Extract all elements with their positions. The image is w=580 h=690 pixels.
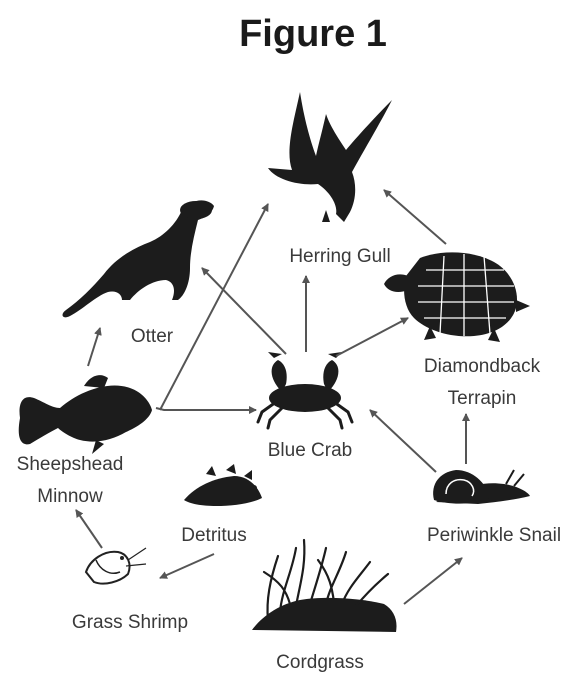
label-sheepshead-minnow-line1: Sheepshead [17, 454, 124, 475]
sheepshead-minnow-icon [18, 375, 152, 454]
label-cordgrass: Cordgrass [276, 652, 364, 673]
figure-title: Figure 1 [239, 13, 387, 55]
arrow-sheepshead-minnow-to-blue-crab [155, 406, 257, 414]
cordgrass-icon [252, 538, 397, 632]
label-diamondback-terrapin-line2: Terrapin [448, 388, 517, 409]
blue-crab-icon [256, 352, 354, 430]
label-diamondback-terrapin-line1: Diamondback [424, 356, 541, 377]
diamondback-terrapin-icon [384, 252, 530, 342]
arrow-blue-crab-to-diamondback-terrapin [335, 317, 409, 357]
grass-shrimp-icon [84, 547, 147, 585]
arrow-grass-shrimp-to-sheepshead-minnow [75, 509, 103, 549]
herring-gull-icon [268, 92, 392, 222]
periwinkle-snail-icon [433, 469, 530, 504]
label-herring-gull: Herring Gull [289, 246, 390, 267]
arrow-sheepshead-minnow-to-otter [87, 327, 102, 367]
arrow-sheepshead-minnow-to-herring-gull [159, 203, 269, 411]
arrow-blue-crab-to-otter [201, 267, 287, 355]
label-otter: Otter [131, 326, 174, 347]
detritus-icon [184, 464, 262, 506]
arrow-diamondback-terrapin-to-herring-gull [383, 189, 447, 245]
arrow-periwinkle-snail-to-blue-crab [369, 409, 437, 473]
label-periwinkle-snail: Periwinkle Snail [427, 525, 561, 546]
otter-icon [62, 200, 214, 318]
arrow-detritus-to-grass-shrimp [159, 553, 215, 579]
arrow-cordgrass-to-periwinkle-snail [403, 557, 463, 605]
label-blue-crab: Blue Crab [268, 440, 353, 461]
label-detritus: Detritus [181, 525, 246, 546]
label-sheepshead-minnow-line2: Minnow [37, 486, 103, 507]
label-grass-shrimp: Grass Shrimp [72, 612, 188, 633]
food-web-arrows [75, 189, 470, 605]
